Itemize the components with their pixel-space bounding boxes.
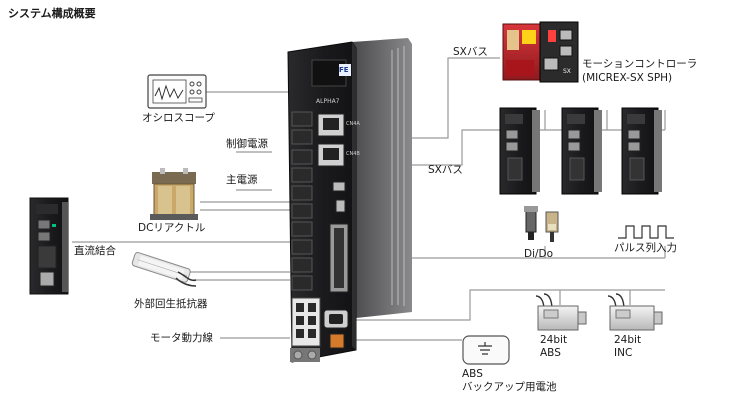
label-motion-controller: モーションコントローラ [582, 58, 698, 70]
controller-sx-tag: SX [563, 68, 571, 75]
motor-abs [535, 293, 587, 331]
label-dido: Di/Do [524, 248, 554, 260]
left-servo-amplifier [29, 197, 69, 295]
brand-logo [339, 64, 351, 76]
network-servo-2 [561, 107, 602, 195]
label-battery-abs: ABS [462, 368, 483, 380]
label-abs-bits: 24bit [540, 334, 568, 346]
label-dc-reactor: DCリアクトル [138, 222, 206, 234]
label-sx-bus-mid: SXバス [428, 164, 463, 176]
label-oscilloscope: オシロスコープ [142, 112, 215, 124]
line-encoder [355, 289, 665, 321]
diagram-title: システム構成概要 [8, 7, 96, 20]
label-abs-type: ABS [540, 347, 561, 359]
label-battery-backup: バックアップ用電池 [462, 381, 557, 393]
oscilloscope [147, 74, 207, 109]
label-control-power: 制御電源 [226, 138, 268, 150]
line-sx-drops [544, 110, 666, 130]
label-pulse-input: パルス列入力 [614, 242, 677, 254]
brand-mark: FE [339, 66, 349, 74]
network-servo-1 [499, 107, 540, 195]
pulse-waveform [618, 225, 674, 239]
regen-resistor-image [131, 252, 197, 287]
model-mark: ALPHA7 [316, 98, 340, 105]
label-inc-type: INC [614, 347, 633, 359]
main-servo-amplifier [287, 38, 412, 363]
label-inc-bits: 24bit [614, 334, 642, 346]
line-encoder-drops [559, 290, 631, 305]
dc-reactor-image [150, 168, 198, 220]
line-io-drops [544, 246, 666, 258]
motor-inc [607, 293, 663, 331]
motion-controller-image [502, 21, 579, 83]
label-motion-controller-model: (MICREX-SX SPH) [582, 72, 673, 84]
label-main-power: 主電源 [226, 174, 258, 186]
port-cn4a: CN4A [346, 121, 360, 127]
network-servo-3 [621, 107, 662, 195]
label-dc-link: 直流結合 [74, 245, 116, 257]
label-motor-power-line: モータ動力線 [150, 332, 213, 344]
label-ext-regen-resistor: 外部回生抵抗器 [134, 298, 208, 310]
battery-icon [462, 335, 510, 365]
port-cn4b: CN4B [346, 151, 360, 157]
label-sx-bus-top: SXバス [453, 46, 488, 58]
dido-sensors [524, 206, 559, 242]
